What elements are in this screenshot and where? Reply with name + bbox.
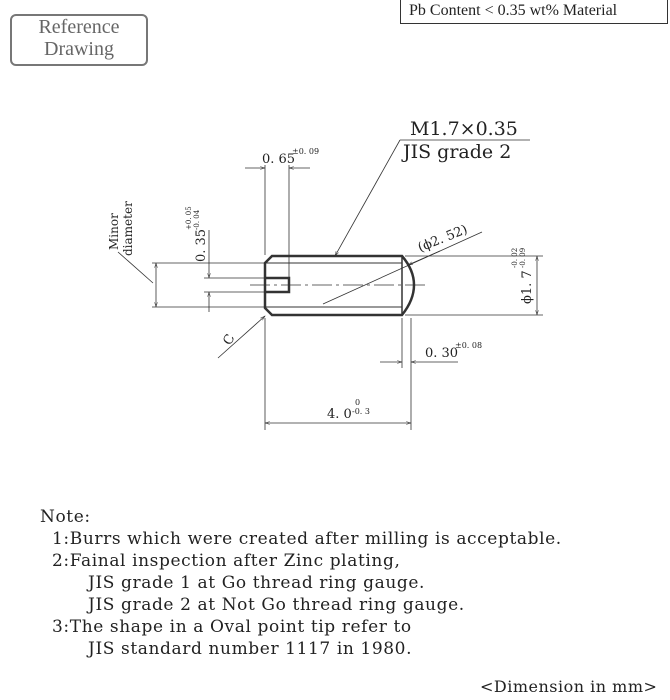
thread-grade: JIS grade 2 <box>401 141 511 163</box>
minor-diameter-label-2: diameter <box>121 201 135 256</box>
notes: Note: 1:Burrs which were created after m… <box>40 506 562 660</box>
chamfer: C <box>220 332 238 348</box>
thread-spec: M1.7×0.35 <box>410 118 518 140</box>
diameter-tol-upper: -0. 02 <box>511 248 519 268</box>
tip-length-tol: ±0. 08 <box>455 341 482 350</box>
length-tol-upper: 0 <box>355 398 360 407</box>
tip-length: 0. 30 <box>425 346 458 361</box>
diameter-tol-lower: -0. 09 <box>519 248 527 268</box>
note-line: 1:Burrs which were created after milling… <box>40 529 562 549</box>
stamp-line-1: Reference <box>38 16 120 38</box>
note-line: 3:The shape in a Oval point tip refer to <box>40 617 412 637</box>
slot-depth: 0. 35 <box>194 229 209 262</box>
minor-diameter-label-1: Minor <box>107 213 121 250</box>
note-line: 2:Fainal inspection after Zinc plating, <box>40 551 401 571</box>
note-line: JIS grade 1 at Go thread ring gauge. <box>40 573 426 593</box>
screw-body <box>263 254 416 317</box>
length-tol-lower: -0. 3 <box>352 407 370 416</box>
reference-drawing-stamp: Reference Drawing <box>10 14 148 66</box>
stamp-line-2: Drawing <box>44 38 114 60</box>
slot-width-tol: ±0. 09 <box>292 147 319 156</box>
note-line: JIS grade 2 at Not Go thread ring gauge. <box>40 595 465 615</box>
dimension-unit: <Dimension in mm> <box>480 677 658 696</box>
diameter: ϕ1. 7 <box>520 270 535 304</box>
slot-depth-tol-upper: +0. 05 <box>185 206 193 230</box>
slot-width: 0. 65 <box>262 152 295 167</box>
slot-depth-tol-lower: -0. 04 <box>193 209 201 230</box>
material-note: Pb Content < 0.35 wt% Material <box>400 0 668 24</box>
tip-radius: (ϕ2. 52) <box>416 222 470 255</box>
length: 4. 0 <box>327 407 352 422</box>
notes-title: Note: <box>40 507 91 527</box>
note-line: JIS standard number 1117 in 1980. <box>40 639 413 659</box>
